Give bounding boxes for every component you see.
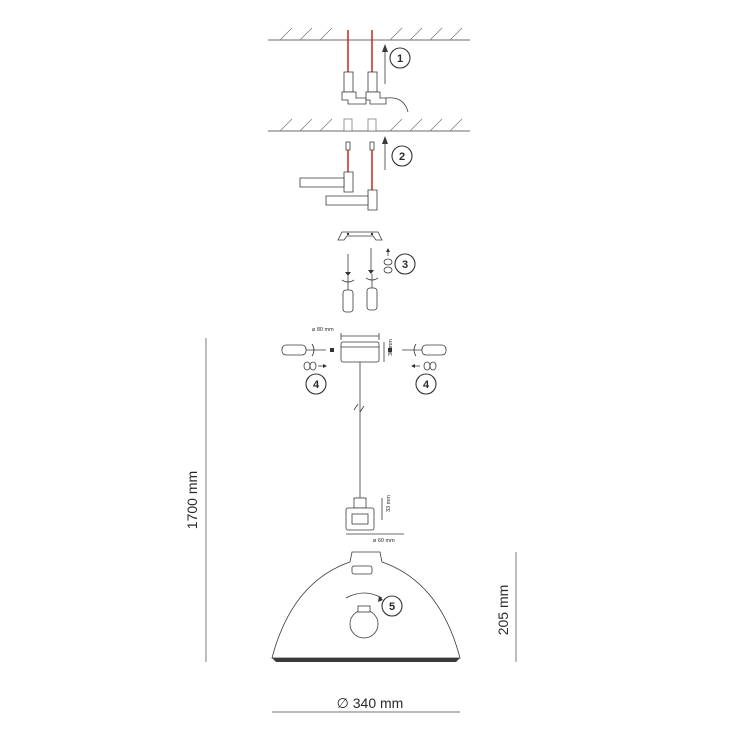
step-5-badge: [381, 595, 403, 617]
step-3-bracket: 3: [337, 231, 416, 313]
wall-plug-icon: [345, 141, 375, 151]
cable-grip: [353, 497, 367, 509]
step-2-badge: [391, 145, 413, 167]
up-arrow-icon: [382, 136, 388, 144]
step-5-shade: 5: [271, 551, 461, 662]
ceiling-hatch-second: [268, 118, 470, 132]
step-5-number: 5: [389, 601, 395, 613]
bulb-icon: [349, 605, 379, 639]
step-4-badge-left: [305, 373, 327, 395]
washer-icon: [303, 361, 437, 371]
total-height-label: 1700 mm: [184, 471, 200, 529]
step-1-number: 1: [397, 53, 403, 65]
step-4-canopy: ⌀ 80 mm 30 mm 4 4: [281, 327, 447, 395]
canopy-height-label: 30 mm: [388, 339, 394, 356]
step-1-drilling: 1: [268, 27, 470, 113]
step-2-number: 2: [399, 151, 405, 163]
step-1-badge: [389, 47, 411, 69]
shade-rim: [272, 658, 460, 662]
ceiling-hatch-top: [268, 27, 470, 41]
cable-and-socket: 33 mm ⌀ 60 mm: [345, 362, 404, 544]
hammer-icon: [299, 171, 378, 211]
step-3-badge: [394, 253, 416, 275]
screw-icon: [345, 248, 374, 276]
step-3-number: 3: [402, 259, 408, 271]
socket-height-label: 33 mm: [386, 495, 392, 512]
socket-diameter-label: ⌀ 60 mm: [373, 538, 395, 544]
step-4-badge-right: [415, 373, 437, 395]
canopy: [340, 341, 380, 363]
up-arrow-icon: [382, 44, 388, 52]
shade-diameter-label: ∅ 340 mm: [337, 695, 404, 711]
step-2-plugs: 2: [268, 118, 470, 211]
canopy-diameter-label: ⌀ 80 mm: [312, 327, 334, 333]
cable-break-mark: [353, 403, 365, 413]
shade-height-label: 205 mm: [495, 585, 511, 636]
drill-icon: [341, 71, 409, 113]
step-4-number-right: 4: [423, 379, 430, 391]
screwdriver-icon: [281, 343, 334, 357]
step-4-number-left: 4: [313, 379, 320, 391]
screwdriver-icon: [388, 343, 447, 357]
mounting-bracket: [337, 231, 383, 241]
rotation-arrow-icon: [341, 279, 355, 283]
shade-top-opening: [351, 565, 373, 575]
washer-icon: [383, 248, 393, 274]
overall-dimensions: 1700 mm 205 mm ∅ 340 mm: [184, 338, 517, 713]
screwdriver-icon: [342, 274, 378, 313]
